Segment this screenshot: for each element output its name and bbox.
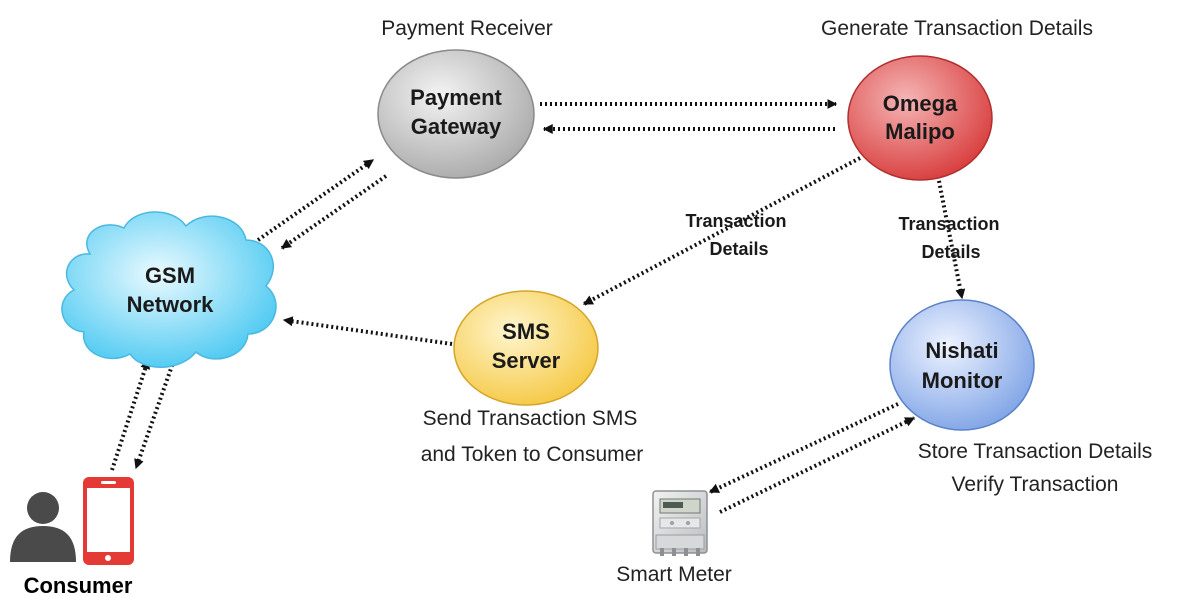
edge-label-omega-sms-line1: Transaction [685, 211, 786, 231]
arrow-meter-to-nishati [719, 416, 916, 514]
sms-server-label-line2: Server [492, 348, 561, 373]
nishati-monitor-caption-line2: Verify Transaction [952, 473, 1119, 496]
payment-gateway-label-line2: Gateway [411, 114, 502, 139]
arrow-consumer-to-gsm [110, 358, 151, 471]
arrow-gateway-to-gsm [280, 174, 388, 250]
gsm-network-label-line2: Network [127, 292, 215, 317]
edge-label-omega-sms-line2: Details [709, 239, 768, 259]
arrow-omega-to-nishati [936, 175, 966, 300]
arrow-gsm-to-gateway [256, 158, 375, 242]
gsm-network-label-line1: GSM [145, 263, 195, 288]
edge-label-omega-nishati-line2: Details [921, 242, 980, 262]
omega-malipo-label-line2: Malipo [885, 119, 955, 144]
consumer-caption: Consumer [24, 573, 133, 597]
mobile-phone-icon [83, 477, 134, 565]
nishati-monitor-label-line1: Nishati [925, 338, 998, 363]
person-icon [10, 492, 76, 562]
edge-label-omega-nishati-line1: Transaction [898, 214, 999, 234]
payment-gateway-label-line1: Payment [410, 85, 502, 110]
node-payment-gateway: Payment Gateway [377, 49, 535, 179]
node-omega-malipo: Omega Malipo [847, 55, 993, 181]
nishati-monitor-label-line2: Monitor [922, 368, 1003, 393]
sms-server-caption-line1: Send Transaction SMS [423, 407, 638, 430]
nishati-monitor-caption-line1: Store Transaction Details [918, 440, 1153, 463]
node-nishati-monitor: Nishati Monitor [889, 299, 1035, 431]
payment-gateway-caption: Payment Receiver [381, 17, 553, 40]
sms-server-caption-line2: and Token to Consumer [421, 443, 644, 466]
smart-meter-caption: Smart Meter [616, 563, 732, 586]
arrow-omega-to-sms [582, 156, 861, 306]
connectors [110, 99, 966, 514]
omega-malipo-label-line1: Omega [883, 91, 958, 116]
omega-malipo-caption: Generate Transaction Details [821, 17, 1093, 40]
smart-meter-icon [652, 490, 708, 556]
sms-server-label-line1: SMS [502, 319, 550, 344]
arrow-nishati-to-meter [708, 402, 899, 494]
arrow-gsm-to-consumer [134, 359, 176, 470]
cloud-icon [61, 211, 277, 368]
arrow-sms-to-gsm [282, 316, 453, 346]
node-gsm-network: GSM Network [61, 211, 277, 368]
node-sms-server: SMS Server [453, 290, 599, 406]
